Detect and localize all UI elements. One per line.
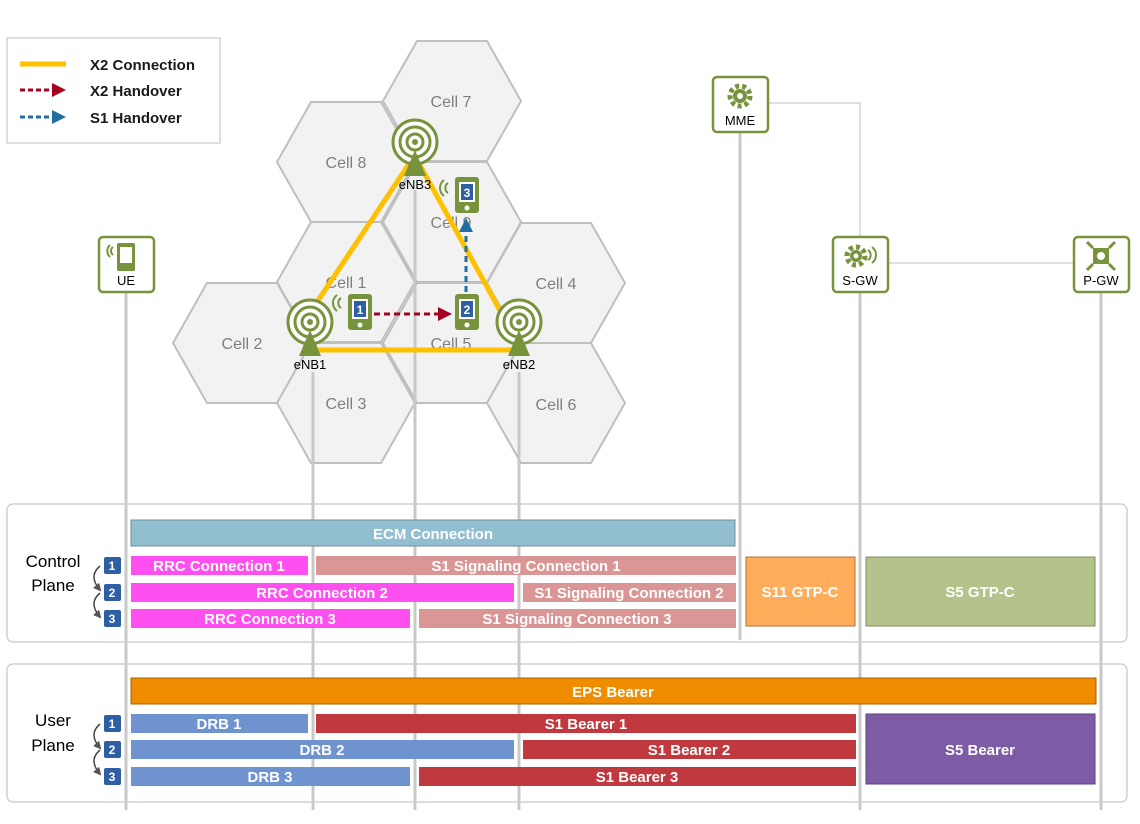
- control-step-3-badge: [104, 610, 121, 627]
- control-step-2-number: 2: [109, 586, 116, 600]
- enb3-label: eNB3: [399, 177, 432, 192]
- ue-position-2-number: 2: [464, 303, 471, 317]
- cell-3-label: Cell 3: [326, 396, 367, 413]
- control-step-3-number: 3: [109, 612, 116, 626]
- eps-bearer-label: EPS Bearer: [572, 684, 654, 701]
- ue-position-3-icon: 3: [439, 177, 479, 213]
- s11-gtpc-label: S11 GTP-C: [762, 584, 839, 601]
- s1-signaling-3-bar: [419, 609, 736, 628]
- control-step-badges: 1 2 3: [93, 557, 121, 627]
- drb-1-bar: [131, 714, 308, 733]
- legend-x2-connection-label: X2 Connection: [90, 57, 195, 74]
- rrc-connection-2-bar: [131, 583, 514, 602]
- sgw-node: S-GW: [831, 235, 890, 294]
- user-step-arrow-2-3: [93, 749, 102, 776]
- user-step-1-badge: [104, 715, 121, 732]
- legend-box: [6, 37, 221, 144]
- ue-label: UE: [117, 273, 135, 288]
- rrc-connection-3-label: RRC Connection 3: [204, 611, 336, 628]
- s1-signaling-1-bar: [316, 556, 736, 575]
- eps-bearer-bar: [130, 677, 1097, 705]
- s5-gtpc-label: S5 GTP-C: [945, 584, 1014, 601]
- cell-grid: [171, 40, 627, 464]
- rrc-connection-1-bar: [131, 556, 308, 575]
- user-step-2-number: 2: [109, 743, 116, 757]
- legend-s1-handover-label: S1 Handover: [90, 110, 182, 127]
- control-step-1-badge: [104, 557, 121, 574]
- s1-bearer-3-label: S1 Bearer 3: [596, 769, 679, 786]
- enb3-tower: [391, 118, 439, 176]
- user-plane-label-line2: Plane: [31, 736, 74, 755]
- control-step-2-badge: [104, 584, 121, 601]
- rrc-connection-3-bar: [131, 609, 410, 628]
- drb-2-label: DRB 2: [299, 742, 344, 759]
- s1-signaling-1-label: S1 Signaling Connection 1: [431, 558, 620, 575]
- s1-bearer-1-label: S1 Bearer 1: [545, 716, 628, 733]
- user-plane-panel: User Plane EPS Bearer DRB 1 S1 Bearer 1 …: [6, 663, 1128, 803]
- ue-position-3-number: 3: [464, 186, 471, 200]
- drb-3-bar: [131, 767, 410, 786]
- ecm-connection-label: ECM Connection: [373, 526, 493, 543]
- enb2-label: eNB2: [503, 357, 536, 372]
- control-step-arrow-1-2: [93, 565, 102, 592]
- cell-2-label: Cell 2: [222, 336, 263, 353]
- gateway-icon: [1085, 240, 1117, 272]
- mme-label: MME: [725, 113, 756, 128]
- control-step-1-number: 1: [109, 559, 116, 573]
- cell-7-label: Cell 7: [431, 94, 472, 111]
- enb2-tower: [495, 298, 543, 356]
- ue-position-1-icon: 1: [332, 294, 372, 330]
- ecm-connection-bar: [130, 519, 736, 547]
- ue-position-1-number: 1: [357, 303, 364, 317]
- s1-signaling-2-label: S1 Signaling Connection 2: [534, 585, 723, 602]
- gear-signal-icon: [844, 244, 877, 268]
- legend-x2-handover-label: X2 Handover: [90, 83, 182, 100]
- enb1-label: eNB1: [294, 357, 327, 372]
- cell-4-label: Cell 4: [536, 276, 577, 293]
- x2-enb1-enb3: [310, 156, 416, 310]
- sgw-label: S-GW: [842, 273, 878, 288]
- mme-node: MME: [711, 75, 770, 134]
- ue-node: UE: [97, 235, 156, 294]
- cell-labels: Cell 7 Cell 8 Cell 9 Cell 1 Cell 4 Cell …: [222, 94, 577, 414]
- control-plane-panel: Control Plane ECM Connection RRC Connect…: [6, 503, 1128, 643]
- user-plane-label-line1: User: [35, 711, 71, 730]
- s1-bearer-2-label: S1 Bearer 2: [648, 742, 731, 759]
- user-step-2-badge: [104, 741, 121, 758]
- user-step-1-number: 1: [109, 717, 116, 731]
- cell-1-label: Cell 1: [326, 275, 367, 292]
- s11-gtpc-box: [745, 556, 856, 627]
- ue-position-2-icon: 2: [455, 294, 479, 330]
- rrc-connection-1-label: RRC Connection 1: [153, 558, 285, 575]
- s5-bearer-label: S5 Bearer: [945, 742, 1015, 759]
- control-plane-label-line2: Plane: [31, 576, 74, 595]
- pgw-node: P-GW: [1072, 235, 1131, 294]
- s1-bearer-1-bar: [316, 714, 856, 733]
- legend: X2 Connection X2 Handover S1 Handover: [6, 37, 221, 144]
- mme-sgw-connector: [768, 102, 861, 238]
- drb-1-label: DRB 1: [196, 716, 241, 733]
- user-step-arrow-1-2: [93, 723, 102, 750]
- gear-icon: [727, 83, 753, 109]
- s5-gtpc-box: [865, 556, 1096, 627]
- enb1-tower: [286, 298, 334, 356]
- s1-signaling-3-label: S1 Signaling Connection 3: [482, 611, 671, 628]
- pgw-label: P-GW: [1083, 273, 1119, 288]
- user-step-3-number: 3: [109, 770, 116, 784]
- user-step-badges: 1 2 3: [93, 715, 121, 785]
- drb-3-label: DRB 3: [247, 769, 292, 786]
- user-step-3-badge: [104, 768, 121, 785]
- s1-bearer-2-bar: [523, 740, 856, 759]
- core-connectors: [768, 102, 1074, 264]
- cell-6-label: Cell 6: [536, 397, 577, 414]
- lifelines: [124, 130, 1103, 810]
- s5-bearer-box: [865, 713, 1096, 785]
- control-step-arrow-2-3: [93, 592, 102, 619]
- drb-2-bar: [131, 740, 514, 759]
- cell-8-label: Cell 8: [326, 155, 367, 172]
- s1-bearer-3-bar: [419, 767, 856, 786]
- control-plane-label-line1: Control: [26, 552, 81, 571]
- rrc-connection-2-label: RRC Connection 2: [256, 585, 388, 602]
- s1-signaling-2-bar: [523, 583, 736, 602]
